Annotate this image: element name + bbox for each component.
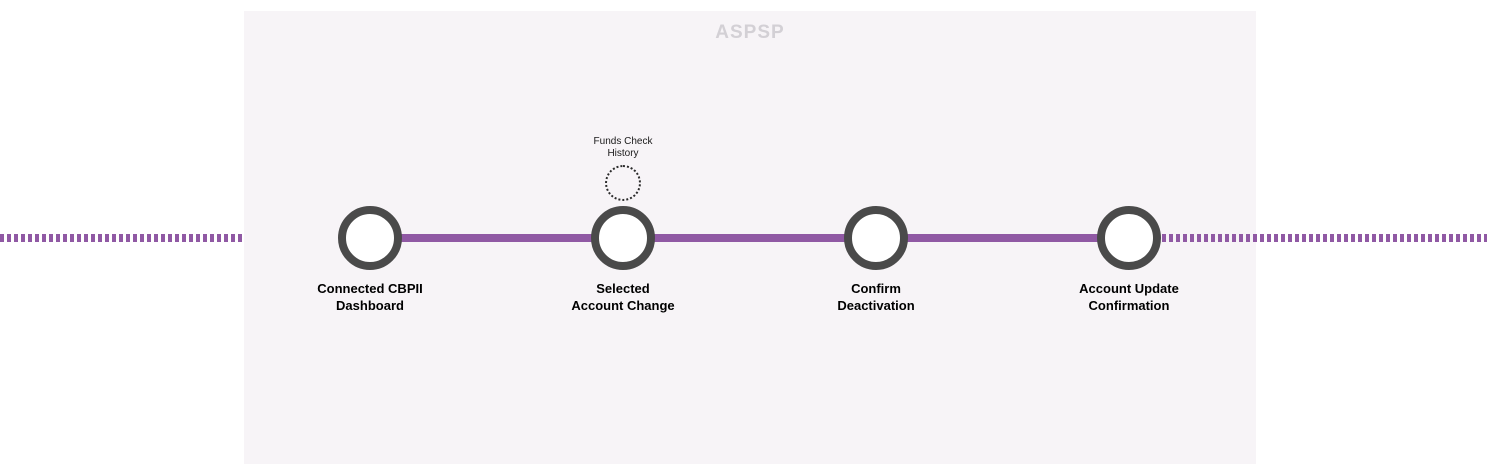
- node-connected-cbpii-dashboard[interactable]: [338, 206, 402, 270]
- node-label-confirm-deactivation: Confirm Deactivation: [837, 281, 915, 313]
- connector-node2-node3: [653, 234, 853, 242]
- sub-node-funds-check-history[interactable]: [605, 165, 641, 201]
- connector-node3-node4: [906, 234, 1106, 242]
- node-label-connected-cbpii-dashboard: Connected CBPII Dashboard: [317, 281, 423, 313]
- panel-title: ASPSP: [715, 22, 785, 43]
- node-account-update-confirmation[interactable]: [1097, 206, 1161, 270]
- node-selected-account-change[interactable]: [591, 206, 655, 270]
- node-label-account-update-confirmation: Account Update Confirmation: [1079, 281, 1179, 313]
- exit-dashed-connector: [1162, 234, 1487, 242]
- node-confirm-deactivation[interactable]: [844, 206, 908, 270]
- entry-dashed-connector: [0, 234, 316, 242]
- sub-node-label-funds-check-history: Funds Check History: [593, 136, 653, 159]
- connector-node1-node2: [400, 234, 600, 242]
- node-label-selected-account-change: Selected Account Change: [571, 281, 675, 313]
